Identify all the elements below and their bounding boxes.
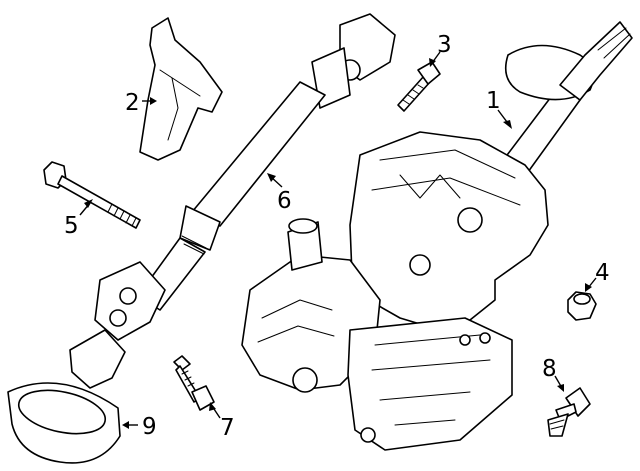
callout-1: 1 bbox=[486, 88, 501, 114]
intermediate-shaft bbox=[69, 13, 396, 389]
callout-4: 4 bbox=[595, 260, 610, 286]
callout-7: 7 bbox=[220, 415, 235, 441]
nut-part-4 bbox=[567, 291, 597, 321]
callout-leaders bbox=[79, 51, 597, 429]
bolt-part-3 bbox=[397, 61, 441, 112]
stud-part-7 bbox=[173, 355, 215, 411]
callout-labels: 1 2 3 4 5 6 7 8 9 bbox=[64, 32, 610, 441]
callout-3: 3 bbox=[437, 32, 452, 58]
steering-column-assembly bbox=[241, 21, 633, 451]
callout-2: 2 bbox=[125, 90, 140, 116]
callout-6: 6 bbox=[277, 188, 292, 214]
bracket-part bbox=[139, 17, 223, 161]
callout-8: 8 bbox=[542, 356, 557, 382]
bolt-part-5 bbox=[43, 161, 141, 229]
callout-5: 5 bbox=[64, 213, 79, 239]
seal-ring-part-9 bbox=[7, 382, 121, 464]
callout-9: 9 bbox=[142, 414, 157, 440]
bolt-part-8 bbox=[547, 387, 591, 437]
